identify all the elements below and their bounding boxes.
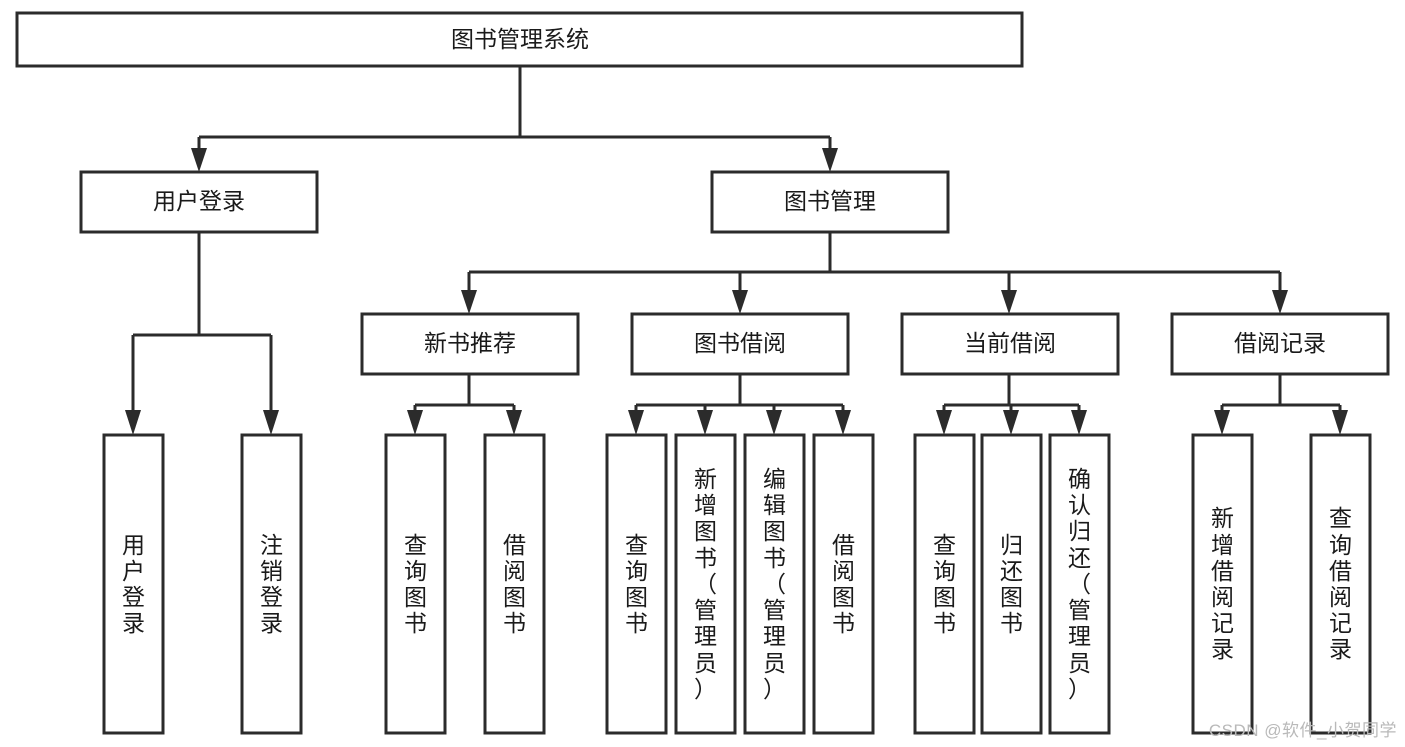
node-book-borrow-box[interactable]: [630, 312, 850, 376]
leaf-nbr-query-box[interactable]: [384, 433, 447, 735]
arrow-head-leaf-user-logout: [263, 410, 279, 435]
connector-layer: [125, 66, 1348, 435]
leaf-bb-edit-box[interactable]: [743, 433, 806, 735]
csdn-watermark: CSDN @软件_小贺同学: [1208, 721, 1397, 740]
node-borrow-record-box[interactable]: [1170, 312, 1390, 376]
node-root[interactable]: 图书管理系统: [15, 11, 1024, 68]
arrow-head-leaf-nbr-query: [407, 410, 423, 435]
node-new-book-recommend[interactable]: 新书推荐: [360, 312, 580, 376]
node-new-book-recommend-box[interactable]: [360, 312, 580, 376]
arrow-head-user-login: [191, 148, 207, 172]
node-current-borrow-box[interactable]: [900, 312, 1120, 376]
arrow-head-leaf-bb-borrow: [835, 410, 851, 435]
node-current-borrow[interactable]: 当前借阅: [900, 312, 1120, 376]
arrow-head-new-book-recommend: [461, 290, 477, 314]
leaf-boxes: [102, 433, 1372, 735]
arrow-head-leaf-bb-query: [628, 410, 644, 435]
node-user-login-label: 用户登录: [153, 188, 245, 214]
arrow-head-leaf-br-query: [1332, 410, 1348, 435]
node-book-borrow-label: 图书借阅: [694, 330, 786, 356]
leaf-cb-confirm-box[interactable]: [1048, 433, 1111, 735]
leaf-bb-query-box[interactable]: [605, 433, 668, 735]
arrow-head-leaf-br-add: [1214, 410, 1230, 435]
node-new-book-recommend-label: 新书推荐: [424, 330, 516, 356]
leaf-bb-add-box[interactable]: [674, 433, 737, 735]
leaf-bb-borrow-box[interactable]: [812, 433, 875, 735]
node-root-box[interactable]: [15, 11, 1024, 68]
node-current-borrow-label: 当前借阅: [964, 330, 1056, 356]
arrow-head-leaf-user-login: [125, 410, 141, 435]
node-book-manage[interactable]: 图书管理: [710, 170, 950, 234]
node-root-label: 图书管理系统: [451, 26, 589, 52]
leaf-nbr-borrow-box[interactable]: [483, 433, 546, 735]
node-user-login[interactable]: 用户登录: [79, 170, 319, 234]
node-borrow-record[interactable]: 借阅记录: [1170, 312, 1390, 376]
leaf-cb-query-box[interactable]: [913, 433, 976, 735]
arrow-head-leaf-bb-edit: [766, 410, 782, 435]
arrow-head-book-manage: [822, 148, 838, 172]
leaf-br-query-box[interactable]: [1309, 433, 1372, 735]
node-book-manage-box[interactable]: [710, 170, 950, 234]
arrow-head-leaf-cb-confirm: [1071, 410, 1087, 435]
arrow-head-borrow-record: [1272, 290, 1288, 314]
leaf-cb-return-box[interactable]: [980, 433, 1043, 735]
leaf-br-add-box[interactable]: [1191, 433, 1254, 735]
node-borrow-record-label: 借阅记录: [1234, 330, 1326, 356]
arrow-head-current-borrow: [1001, 290, 1017, 314]
node-user-login-box[interactable]: [79, 170, 319, 234]
node-book-manage-label: 图书管理: [784, 188, 876, 214]
arrow-head-leaf-nbr-borrow: [506, 410, 522, 435]
arrow-head-book-borrow: [732, 290, 748, 314]
node-book-borrow[interactable]: 图书借阅: [630, 312, 850, 376]
arrow-head-leaf-cb-return: [1003, 410, 1019, 435]
leaf-user-logout-box[interactable]: [240, 433, 303, 735]
arrow-head-leaf-bb-add: [697, 410, 713, 435]
leaf-user-login-box[interactable]: [102, 433, 165, 735]
arrow-head-leaf-cb-query: [936, 410, 952, 435]
